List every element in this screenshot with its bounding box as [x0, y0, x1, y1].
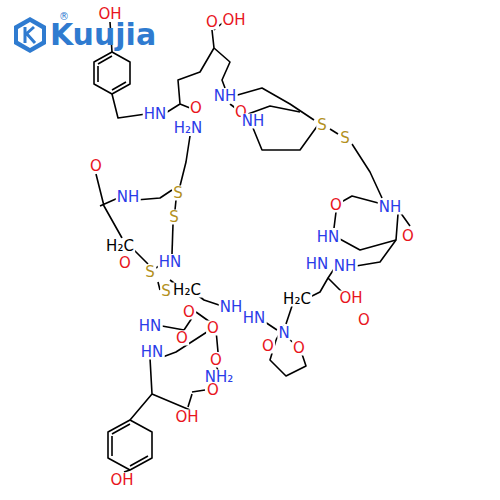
- atom-label: S: [316, 118, 328, 133]
- atom-label: O: [329, 198, 343, 213]
- atom-label: O: [357, 313, 371, 328]
- atom-label: O: [206, 321, 220, 336]
- atom-label: OH: [338, 291, 363, 306]
- atom-label: H₂N: [173, 121, 204, 136]
- atom-label: O: [261, 339, 275, 354]
- atom-label: NH: [213, 89, 238, 104]
- atom-label: N: [277, 326, 290, 341]
- atom-label: O: [292, 341, 306, 356]
- atom-label: HN: [316, 230, 341, 245]
- atom-label: NH: [378, 200, 403, 215]
- atom-label: NH: [241, 114, 266, 129]
- atom-label: HN: [143, 107, 168, 122]
- atom-label: HN: [242, 311, 267, 326]
- atom-label: HN: [305, 257, 330, 272]
- registered-mark: ®: [59, 12, 69, 22]
- atom-label: O: [189, 101, 203, 116]
- atom-label: HN: [140, 345, 165, 360]
- atom-label: O: [206, 383, 220, 398]
- atom-label: H₂C: [282, 292, 312, 307]
- atom-label: HN: [138, 319, 163, 334]
- atom-label: O: [205, 15, 219, 30]
- atom-label: OH: [174, 410, 199, 425]
- atom-label: NH: [219, 300, 244, 315]
- atom-label: NH: [116, 190, 141, 205]
- atom-label: H₂C: [172, 283, 202, 298]
- atom-label: S: [339, 131, 351, 146]
- atom-label: O: [182, 305, 196, 320]
- atom-label: O: [209, 353, 223, 368]
- atom-label: O: [118, 256, 132, 271]
- atom-label: O: [89, 159, 103, 174]
- atom-label: S: [160, 284, 172, 299]
- atom-label: H₂C: [105, 239, 135, 254]
- atom-label: OH: [97, 7, 122, 22]
- atom-label: O: [175, 331, 189, 346]
- atom-label: NH: [333, 259, 358, 274]
- atom-label: S: [168, 210, 180, 225]
- atom-label: OH: [109, 473, 134, 488]
- bonds: [94, 20, 410, 472]
- atom-label: S: [172, 186, 184, 201]
- atom-label: HN: [158, 255, 183, 270]
- logo-icon: [14, 17, 46, 53]
- atom-label: OH: [221, 13, 246, 28]
- watermark-logo: Kuujia: [50, 20, 156, 50]
- atom-label: O: [401, 229, 415, 244]
- atom-label: S: [144, 265, 156, 280]
